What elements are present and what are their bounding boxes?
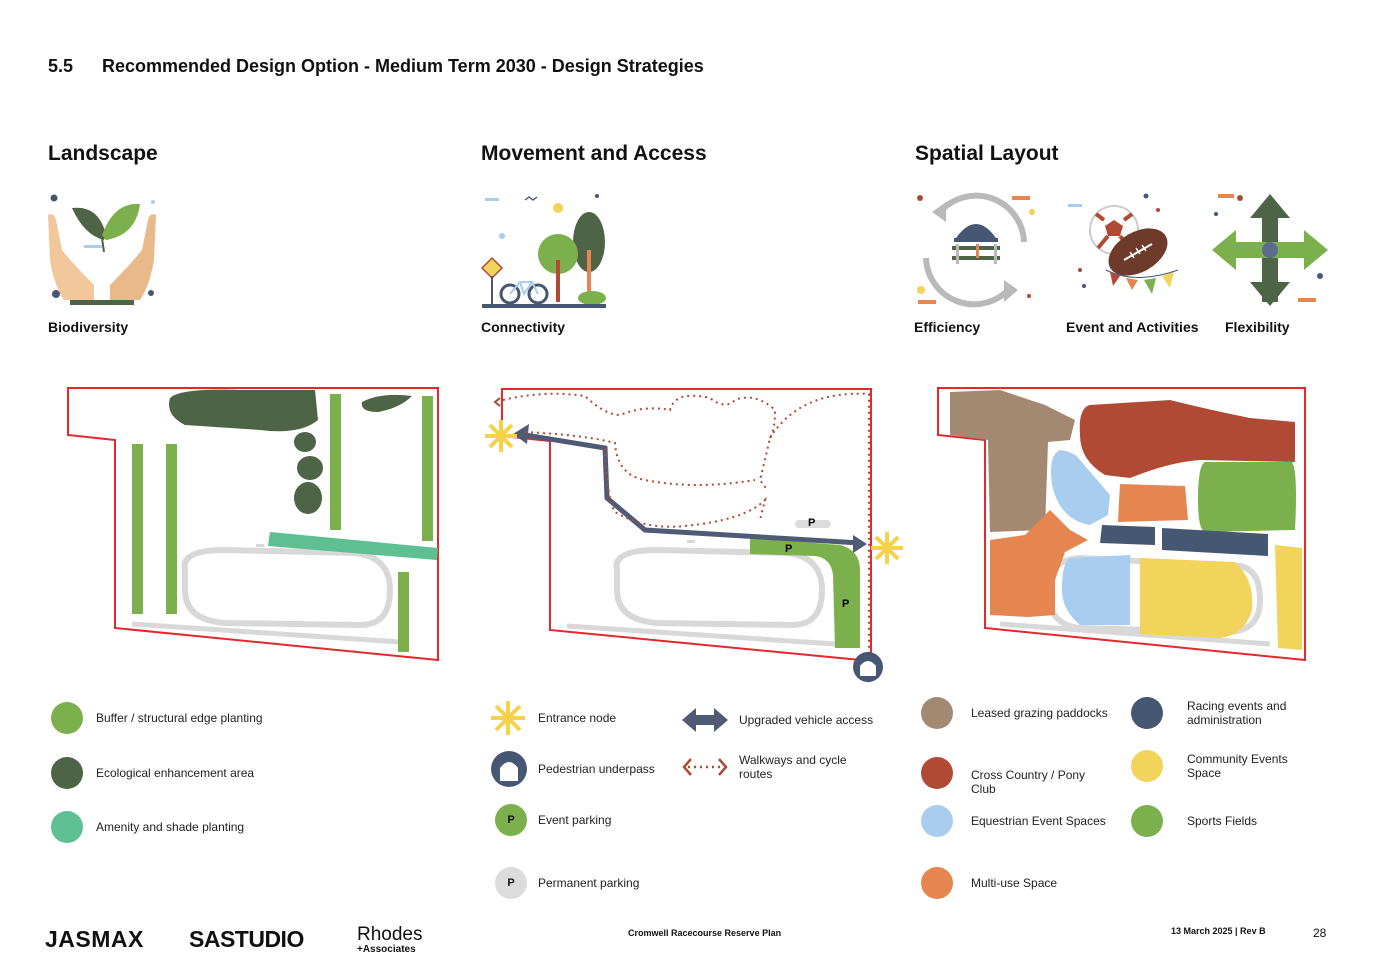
event-activities-label: Event and Activities — [1066, 319, 1199, 335]
legend-label: Community Events Space — [1187, 752, 1288, 780]
legend-cross-country: Cross Country / Pony Club — [921, 750, 1101, 796]
parking-icon: P — [495, 804, 527, 836]
legend-walkways: Walkways and cycle routes — [682, 753, 859, 781]
legend-label: Cross Country / Pony Club — [971, 768, 1086, 796]
legend-event-parking: P Event parking — [495, 804, 611, 836]
grazing-swatch — [921, 697, 953, 729]
legend-ecological-area: Ecological enhancement area — [51, 757, 254, 789]
legend-multi-use: Multi-use Space — [921, 867, 1057, 899]
legend-permanent-parking: P Permanent parking — [495, 867, 639, 899]
hands-leaves-icon — [48, 194, 156, 305]
legend-label: Sports Fields — [1187, 814, 1258, 828]
page-number: 28 — [1313, 926, 1327, 940]
rhodes-logo-main: Rhodes — [357, 924, 423, 945]
legend-label: Amenity and shade planting — [96, 820, 245, 834]
legend-label: Multi-use Space — [971, 876, 1058, 890]
spatial-heading: Spatial Layout — [915, 142, 1059, 165]
legend-label: Pedestrian underpass — [538, 762, 655, 776]
spatial-map — [937, 387, 1306, 662]
connectivity-label: Connectivity — [481, 319, 566, 335]
jasmax-logo: JASMAX — [45, 926, 144, 952]
legend-sports-fields: Sports Fields — [1131, 805, 1257, 837]
flexibility-label: Flexibility — [1225, 319, 1290, 335]
multi-use-swatch — [921, 867, 953, 899]
racing-swatch — [1131, 697, 1163, 729]
legend-vehicle-access: Upgraded vehicle access — [682, 706, 873, 734]
parking-symbol: P — [507, 814, 515, 826]
efficiency-label: Efficiency — [914, 319, 981, 335]
sastudio-logo: SASTUDIO — [189, 926, 304, 952]
dotted-arrow-icon — [682, 758, 728, 776]
buffer-planting-swatch — [51, 702, 83, 734]
legend-pedestrian-underpass: Pedestrian underpass — [490, 750, 655, 788]
movement-map: P P P — [485, 388, 903, 683]
legend-grazing-paddocks: Leased grazing paddocks — [921, 697, 1108, 729]
legend-label: Racing events and administration — [1187, 699, 1287, 727]
document-title: Cromwell Racecourse Reserve Plan — [628, 928, 782, 938]
legend-entrance-node: Entrance node — [490, 700, 616, 736]
parking-symbol: P — [507, 877, 515, 889]
legend-label: Equestrian Event Spaces — [971, 814, 1106, 828]
sports-balls-icon — [1068, 193, 1179, 294]
legend-label: Ecological enhancement area — [96, 766, 255, 780]
legend-label: Upgraded vehicle access — [739, 713, 874, 727]
legend-community-events: Community Events Space — [1131, 750, 1307, 782]
parking-icon: P — [495, 867, 527, 899]
ecological-area-swatch — [51, 757, 83, 789]
star-burst-icon — [491, 701, 525, 735]
landscape-map — [67, 387, 439, 662]
legend-label: Event parking — [538, 813, 612, 827]
amenity-planting-swatch — [51, 811, 83, 843]
date-revision: 13 March 2025 | Rev B — [1171, 926, 1266, 936]
legend-equestrian: Equestrian Event Spaces — [921, 805, 1106, 837]
cross-country-swatch — [921, 757, 953, 789]
legend-label: Leased grazing paddocks — [971, 706, 1108, 720]
parking-mark-event-1: P — [785, 543, 792, 555]
biodiversity-label: Biodiversity — [48, 319, 129, 335]
legend-label: Buffer / structural edge planting — [96, 711, 263, 725]
double-arrow-icon — [682, 708, 728, 732]
section-number: 5.5 — [48, 56, 74, 76]
parking-mark-event-2: P — [842, 598, 849, 610]
community-swatch — [1131, 750, 1163, 782]
equestrian-swatch — [921, 805, 953, 837]
landscape-heading: Landscape — [48, 142, 158, 165]
trees-bicycle-icon — [480, 194, 606, 308]
section-title: Recommended Design Option - Medium Term … — [102, 56, 704, 76]
movement-heading: Movement and Access — [481, 142, 707, 165]
legend-label: Walkways and cycle routes — [739, 753, 847, 781]
sports-swatch — [1131, 805, 1163, 837]
legend-label: Permanent parking — [538, 876, 640, 890]
underpass-icon — [491, 751, 527, 787]
helmet-cycle-icon — [917, 192, 1035, 308]
legend-racing-events: Racing events and administration — [1131, 697, 1317, 729]
legend-label: Entrance node — [538, 711, 617, 725]
four-arrows-icon — [1212, 194, 1328, 306]
rhodes-logo-sub: +Associates — [357, 944, 416, 955]
legend-amenity-planting: Amenity and shade planting — [51, 811, 244, 843]
legend-buffer-planting: Buffer / structural edge planting — [51, 702, 263, 734]
parking-mark-permanent: P — [808, 517, 815, 529]
